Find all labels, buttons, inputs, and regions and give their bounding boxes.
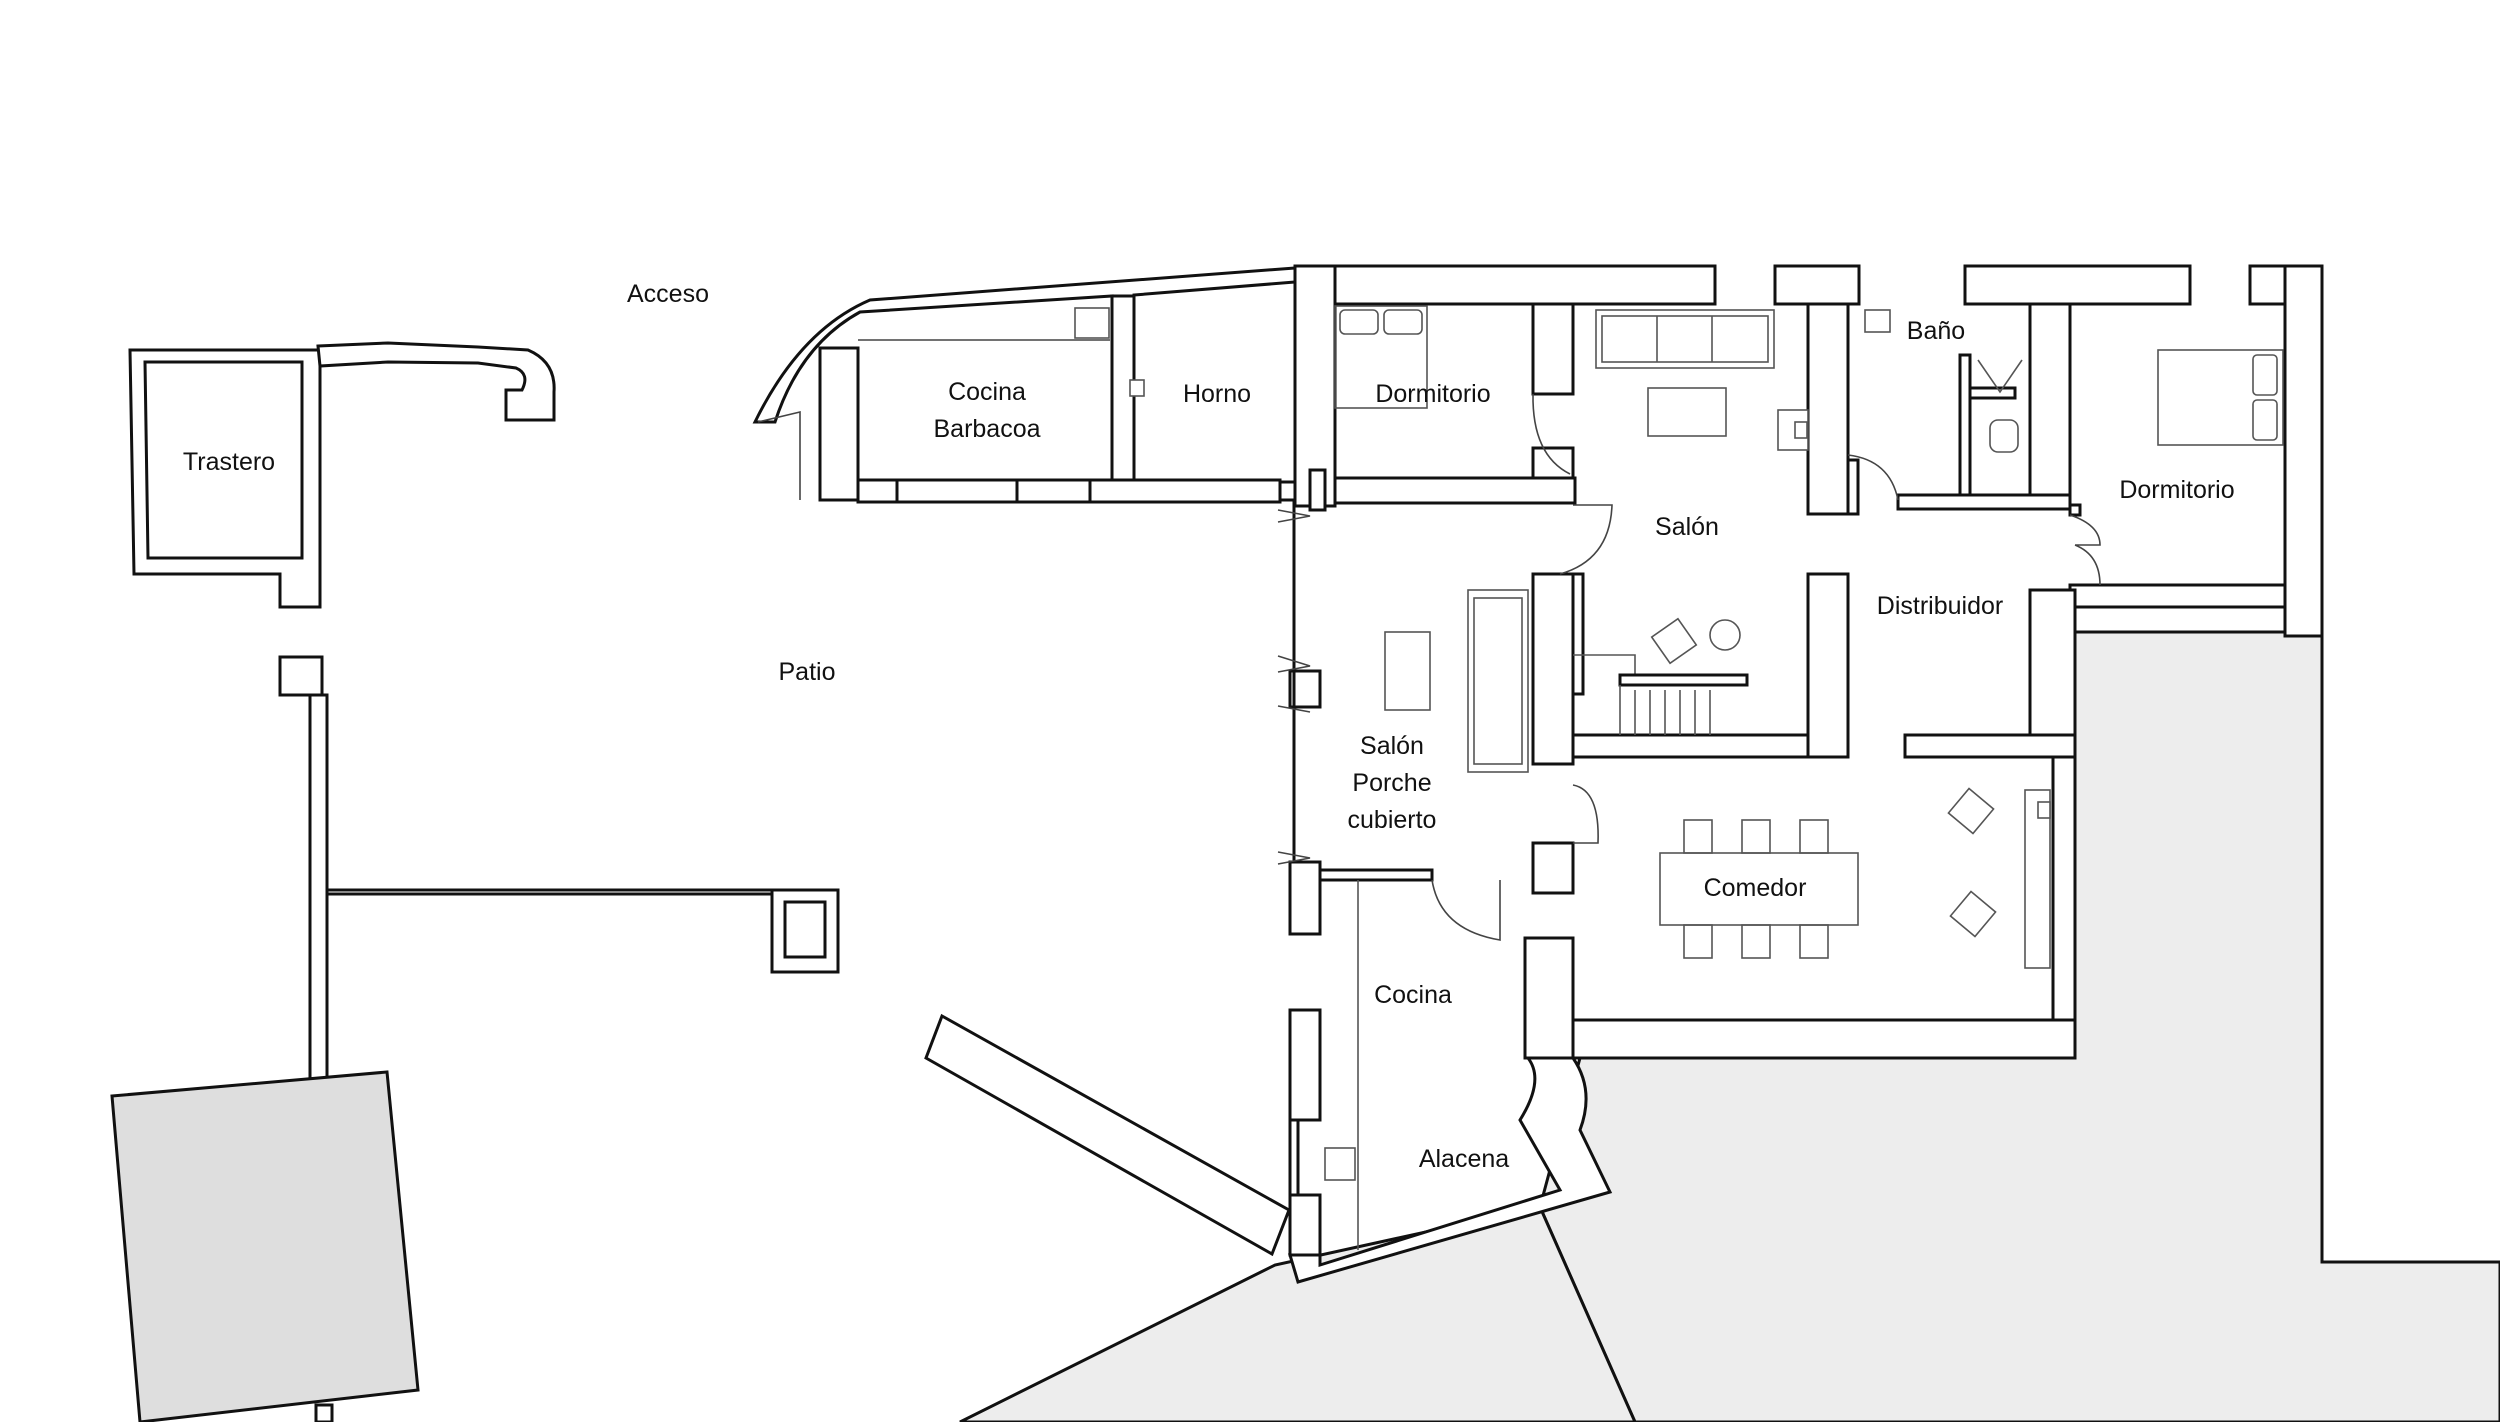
label-dormitorio-2: Dormitorio <box>2119 476 2234 504</box>
furniture <box>1324 305 2284 1250</box>
patio-walls <box>110 655 1291 1422</box>
label-patio: Patio <box>779 658 836 686</box>
label-trastero: Trastero <box>183 448 275 476</box>
label-bano: Baño <box>1907 317 1965 345</box>
label-distribuidor: Distribuidor <box>1877 592 2003 620</box>
trastero-building <box>128 341 556 609</box>
label-acceso: Acceso <box>627 280 709 308</box>
label-cocina: Cocina <box>1374 981 1452 1009</box>
doors <box>1277 393 2101 941</box>
main-walls <box>1287 264 2324 1284</box>
label-alacena: Alacena <box>1419 1145 1509 1173</box>
label-cocina-barbacoa-1: Cocina <box>948 378 1026 406</box>
label-dormitorio-1: Dormitorio <box>1375 380 1490 408</box>
label-salon-porche-1: Salón <box>1360 732 1424 760</box>
label-salon-porche-2: Porche <box>1352 769 1431 797</box>
label-cocina-barbacoa-2: Barbacoa <box>933 415 1040 443</box>
label-salon: Salón <box>1655 513 1719 541</box>
room-labels: Acceso Trastero Patio Cocina Barbacoa Ho… <box>183 280 2235 1173</box>
label-comedor: Comedor <box>1704 874 1807 902</box>
label-horno: Horno <box>1183 380 1251 408</box>
label-salon-porche-3: cubierto <box>1348 806 1437 834</box>
barbacoa-block <box>752 266 1305 504</box>
